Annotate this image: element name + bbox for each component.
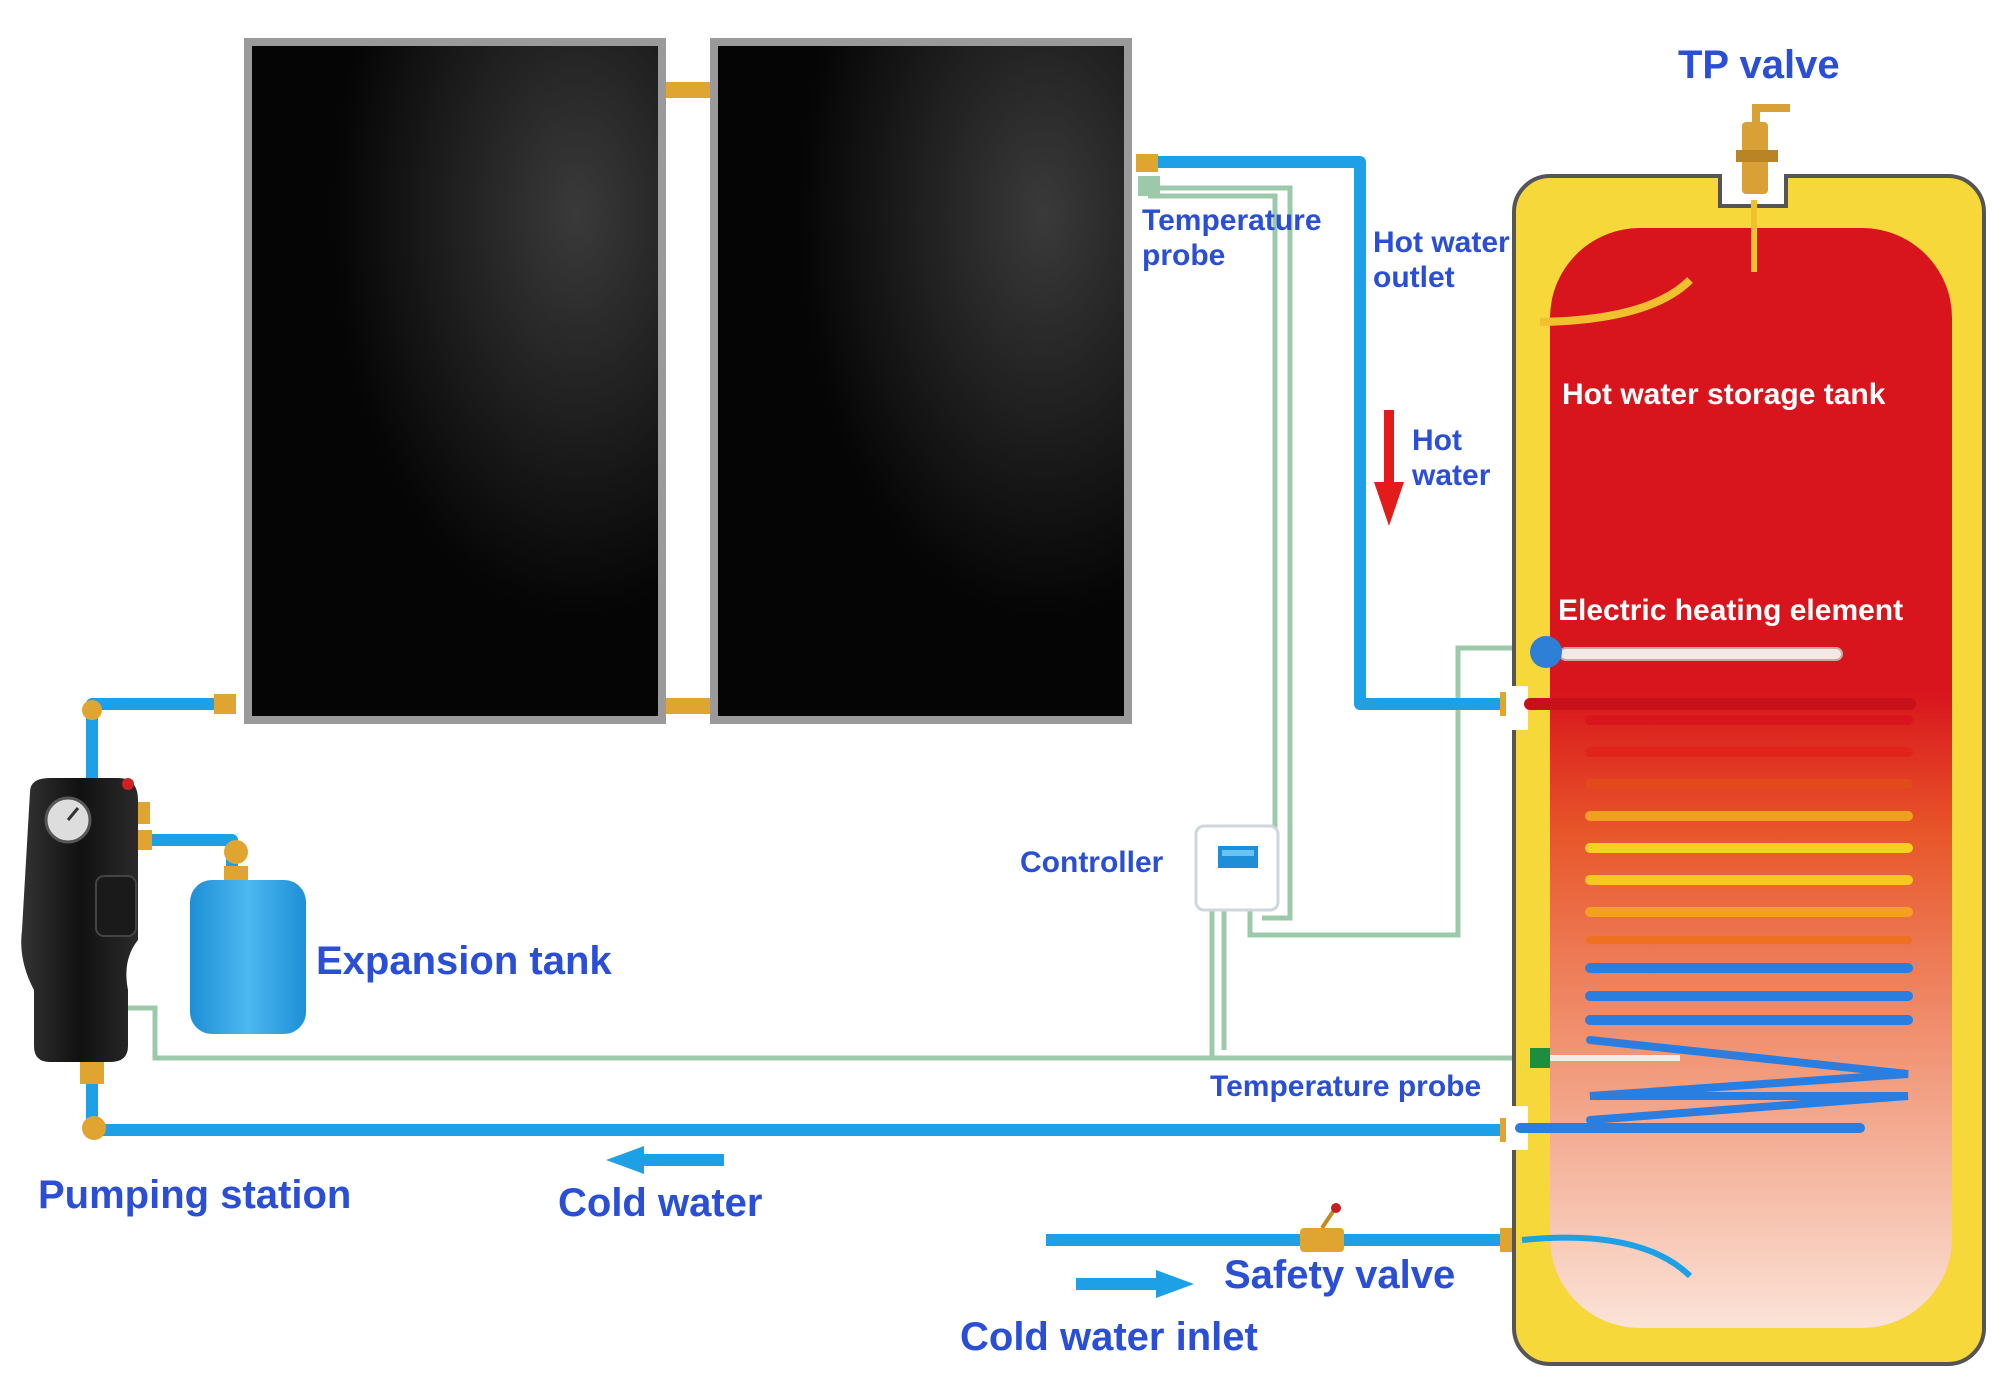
sensor-wires [128, 185, 1530, 1061]
electric-heating-element-label: Electric heating element [1558, 594, 1904, 627]
expansion-tank-icon [190, 880, 306, 1034]
pump-station-icon [21, 778, 139, 1062]
hot-water-outlet-label: Hot water outlet [1373, 226, 1510, 295]
storage-tank-icon [1506, 170, 1986, 1366]
controller-label: Controller [1020, 846, 1164, 879]
cold-inlet-dip-tube [1521, 1234, 1693, 1279]
hot-water-flow-line1: Hot [1412, 424, 1462, 457]
cold-water-inlet-label: Cold water inlet [960, 1315, 1258, 1359]
temperature-probe-top-line2: probe [1142, 238, 1226, 272]
arrow-right-icon [1076, 1270, 1194, 1298]
arrow-left-icon [606, 1146, 724, 1174]
safety-valve-label: Safety valve [1224, 1253, 1456, 1297]
temperature-probe-top-line1: Temperature [1142, 204, 1322, 237]
hot-water-flow-line2: water [1412, 458, 1491, 492]
hot-water-storage-tank-label: Hot water storage tank [1562, 378, 1886, 411]
pumping-station-label: Pumping station [38, 1173, 352, 1217]
expansion-tank-label: Expansion tank [316, 939, 612, 983]
heat-exchanger-coil [1515, 698, 1916, 1133]
hot-water-flow-label: Hot water [1412, 424, 1490, 493]
tp-valve-icon [1736, 104, 1790, 194]
tp-valve-label: TP valve [1678, 43, 1840, 87]
temperature-probe-top-label: Temperature probe [1142, 204, 1322, 273]
hot-water-outlet-line1: Hot water [1373, 226, 1510, 259]
bottom-temperature-probe-icon [1530, 1048, 1680, 1068]
solar-panel-icon [244, 38, 1132, 724]
arrow-down-icon [1374, 410, 1404, 526]
hot-water-outlet-line2: outlet [1373, 260, 1455, 294]
temperature-probe-bottom-label: Temperature probe [1210, 1070, 1482, 1103]
electric-heating-element-icon [1530, 636, 1843, 668]
controller-icon [1194, 824, 1280, 912]
valve-icon [1300, 1203, 1344, 1252]
cold-water-label: Cold water [558, 1181, 763, 1225]
temperature-probe-sensor-icon [1138, 176, 1160, 196]
